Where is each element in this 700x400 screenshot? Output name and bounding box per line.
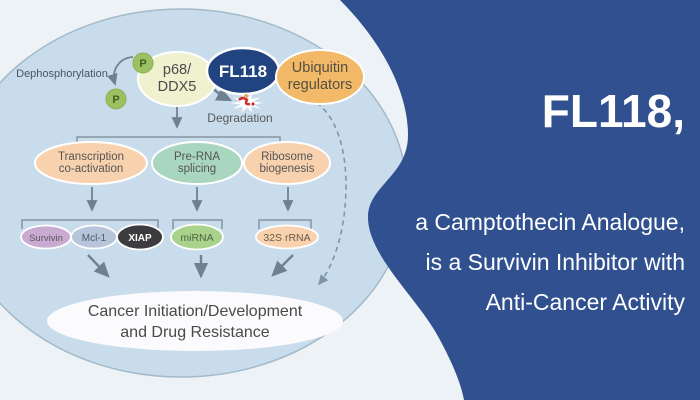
ribosome-line1: Ribosome (261, 151, 313, 163)
pre-rna-line1: Pre-RNA (174, 151, 220, 163)
phosphate-released-label: P (112, 94, 119, 106)
node-transcription-coactivation: Transcription co-activation (34, 141, 148, 185)
node-pre-rna-splicing: Pre-RNA splicing (151, 141, 243, 185)
mirna-label: miRNA (180, 232, 213, 244)
ubiquitin-feedback-dashed-arrow (308, 97, 347, 286)
mirna-bracket (172, 219, 223, 229)
phosphate-top-label: P (139, 58, 146, 70)
mcl1-label: Mcl-1 (82, 233, 107, 244)
degradation-burst-icon (230, 93, 264, 113)
node-xiap: XIAP (116, 223, 164, 251)
node-outcome: Cancer Initiation/Development and Drug R… (47, 291, 343, 351)
transcription-line1: Transcription (58, 151, 124, 163)
p68-line2: DDX5 (158, 79, 197, 95)
dephosphorylation-arrow (107, 56, 134, 86)
node-survivin: Survivin (20, 224, 72, 250)
panel-subtitle-line3: Anti-Cancer Activity (486, 289, 686, 315)
rrna-label: 32S rRNA (263, 232, 310, 244)
panel-subtitle-line2: is a Survivin Inhibitor with (426, 249, 686, 275)
degradation-label: Degradation (207, 111, 272, 125)
outcome-line1: Cancer Initiation/Development (88, 303, 303, 320)
node-ubiquitin-regulators: Ubiquitin regulators (275, 49, 365, 105)
fl118-label: FL118 (219, 62, 267, 81)
rrna-bracket (258, 219, 312, 229)
panel-subtitle-line1: a Camptothecin Analogue, (415, 209, 685, 235)
node-mirna: miRNA (170, 223, 224, 251)
outcome-arrow-left (87, 254, 110, 278)
pre-rna-line2: splicing (178, 163, 216, 175)
node-mcl1: Mcl-1 (70, 224, 118, 250)
phosphate-top: P (132, 52, 154, 74)
branch-bracket (76, 136, 281, 144)
right-panel-wave (340, 0, 700, 400)
node-p68-ddx5: p68/ DDX5 (137, 51, 217, 107)
transcription-line2: co-activation (59, 163, 124, 175)
p68-line1: p68/ (163, 62, 192, 78)
xiap-label: XIAP (128, 233, 152, 244)
survivin-label: Survivin (29, 233, 63, 244)
ubiquitin-line2: regulators (288, 77, 352, 93)
ubiquitin-line1: Ubiquitin (292, 60, 348, 76)
node-ribosome-biogenesis: Ribosome biogenesis (243, 141, 331, 185)
dephosphorylation-label: Dephosphorylation (16, 68, 108, 80)
ribosome-line2: biogenesis (260, 163, 315, 175)
outcome-line2: and Drug Resistance (120, 324, 270, 341)
panel-title: FL118, (542, 85, 685, 137)
survivin-group-bracket (21, 219, 159, 229)
outcome-arrow-right (271, 254, 294, 277)
node-fl118: FL118 (205, 46, 281, 96)
phosphate-released: P (105, 88, 127, 110)
node-32s-rrna: 32S rRNA (255, 224, 319, 250)
